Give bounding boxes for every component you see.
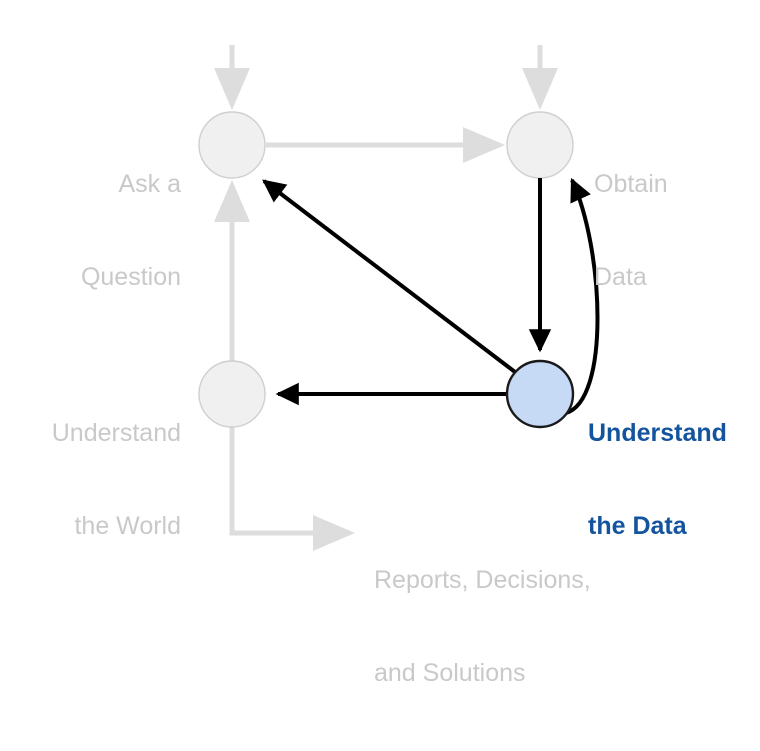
terminal-label-reports-line1: Reports, Decisions,: [374, 566, 591, 594]
node-label-obtain-data: Obtain Data: [594, 107, 760, 355]
edge-understand-the-world-to-reports: [229, 427, 355, 551]
edge-understand-the-data-to-obtain-data: [565, 177, 600, 415]
node-label-ask-a-question-line1: Ask a: [118, 170, 181, 198]
node-ask-a-question[interactable]: [198, 111, 266, 179]
terminal-label-reports-decisions-and-solutions: Reports, Decisions, and Solutions: [374, 503, 760, 751]
node-understand-the-world[interactable]: [198, 360, 266, 428]
diagram-svg: [198, 45, 600, 551]
node-label-understand-the-data-line2: the Data: [588, 512, 687, 540]
node-label-obtain-data-line2: Data: [594, 263, 647, 291]
node-label-understand-the-data-line1: Understand: [588, 419, 727, 447]
node-label-ask-a-question: Ask a Question: [0, 107, 181, 355]
node-label-understand-the-world: Understand the World: [0, 356, 181, 604]
edge-group-inactive: [214, 45, 558, 551]
node-label-understand-the-world-line1: Understand: [51, 419, 181, 447]
edge-group-active: [262, 177, 600, 415]
diagram-canvas: Ask a Question Obtain Data Understand th…: [0, 45, 760, 687]
node-label-ask-a-question-line2: Question: [80, 263, 181, 291]
node-group-active: [505, 359, 575, 429]
node-label-obtain-data-line1: Obtain: [594, 170, 668, 198]
edge-understand-the-data-to-ask-a-question: [262, 179, 517, 374]
node-group-inactive: [198, 111, 574, 428]
node-obtain-data[interactable]: [506, 111, 574, 179]
node-label-understand-the-world-line2: the World: [74, 512, 181, 540]
node-label-understand-the-data: Understand the Data: [588, 356, 760, 604]
terminal-label-reports-line2: and Solutions: [374, 659, 526, 687]
node-understand-the-data[interactable]: [505, 359, 575, 429]
